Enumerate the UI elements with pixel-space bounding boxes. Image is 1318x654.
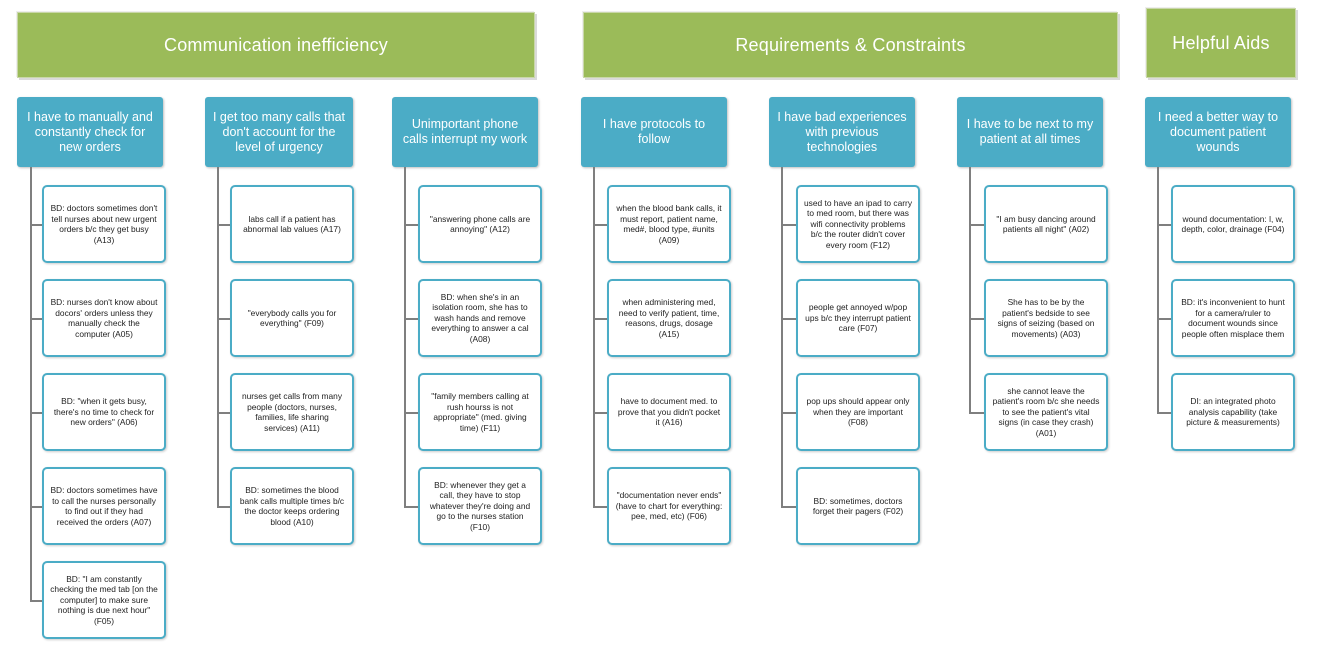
- column-header-label: Unimportant phone calls interrupt my wor…: [402, 117, 528, 146]
- column-header-too-many-calls: I get too many calls that don't account …: [205, 97, 353, 167]
- connector-line: [30, 318, 42, 320]
- card: "family members calling at rush hourss i…: [418, 373, 542, 451]
- column-header-label: I have protocols to follow: [602, 117, 706, 146]
- card: she cannot leave the patient's room b/c …: [984, 373, 1108, 451]
- connector-line: [969, 167, 971, 413]
- card: BD: "when it gets busy, there's no time …: [42, 373, 166, 451]
- card: BD: "I am constantly checking the med ta…: [42, 561, 166, 639]
- connector-line: [404, 506, 418, 508]
- category-helpful-aids: Helpful Aids: [1146, 8, 1296, 78]
- category-communication-inefficiency: Communication inefficiency: [17, 12, 535, 78]
- card: "I am busy dancing around patients all n…: [984, 185, 1108, 263]
- card: when administering med, need to verify p…: [607, 279, 731, 357]
- card: "answering phone calls are annoying" (A1…: [418, 185, 542, 263]
- connector-line: [217, 318, 230, 320]
- connector-line: [781, 167, 783, 507]
- card: "documentation never ends" (have to char…: [607, 467, 731, 545]
- column-header-label: I need a better way to document patient …: [1157, 109, 1279, 154]
- card: "everybody calls you for everything" (F0…: [230, 279, 354, 357]
- connector-line: [30, 224, 42, 226]
- connector-line: [404, 412, 418, 414]
- connector-line: [593, 412, 607, 414]
- connector-line: [1157, 412, 1171, 414]
- connector-line: [404, 167, 406, 507]
- connector-line: [217, 224, 230, 226]
- card: used to have an ipad to carry to med roo…: [796, 185, 920, 263]
- connector-line: [30, 167, 32, 601]
- connector-line: [1157, 167, 1159, 413]
- connector-line: [781, 506, 796, 508]
- card: BD: doctors sometimes have to call the n…: [42, 467, 166, 545]
- card: nurses get calls from many people (docto…: [230, 373, 354, 451]
- connector-line: [217, 412, 230, 414]
- card: BD: it's inconvenient to hunt for a came…: [1171, 279, 1295, 357]
- card: labs call if a patient has abnormal lab …: [230, 185, 354, 263]
- connector-line: [781, 224, 796, 226]
- column-header-label: I have to be next to my patient at all t…: [966, 117, 1094, 146]
- connector-line: [593, 318, 607, 320]
- category-label: Helpful Aids: [1172, 32, 1270, 53]
- connector-line: [1157, 318, 1171, 320]
- card: BD: sometimes the blood bank calls multi…: [230, 467, 354, 545]
- connector-line: [30, 600, 42, 602]
- connector-line: [30, 412, 42, 414]
- connector-line: [217, 506, 230, 508]
- connector-line: [593, 506, 607, 508]
- category-requirements-constraints: Requirements & Constraints: [583, 12, 1118, 78]
- column-header-next-to-patient: I have to be next to my patient at all t…: [957, 97, 1103, 167]
- card: BD: doctors sometimes don't tell nurses …: [42, 185, 166, 263]
- card: BD: sometimes, doctors forget their page…: [796, 467, 920, 545]
- connector-line: [781, 318, 796, 320]
- connector-line: [969, 318, 984, 320]
- connector-line: [969, 412, 984, 414]
- column-header-label: I get too many calls that don't account …: [212, 109, 345, 154]
- connector-line: [593, 224, 607, 226]
- card: DI: an integrated photo analysis capabil…: [1171, 373, 1295, 451]
- card: when the blood bank calls, it must repor…: [607, 185, 731, 263]
- card: have to document med. to prove that you …: [607, 373, 731, 451]
- connector-line: [593, 167, 595, 507]
- category-label: Requirements & Constraints: [735, 34, 966, 55]
- column-header-bad-experiences: I have bad experiences with previous tec…: [769, 97, 915, 167]
- column-header-label: I have to manually and constantly check …: [27, 109, 153, 154]
- column-header-protocols: I have protocols to follow: [581, 97, 727, 167]
- connector-line: [217, 167, 219, 507]
- card: BD: when she's in an isolation room, she…: [418, 279, 542, 357]
- connector-line: [404, 224, 418, 226]
- card: BD: nurses don't know about docors' orde…: [42, 279, 166, 357]
- column-header-check-orders: I have to manually and constantly check …: [17, 97, 163, 167]
- column-header-label: I have bad experiences with previous tec…: [777, 109, 907, 154]
- column-header-unimportant-calls: Unimportant phone calls interrupt my wor…: [392, 97, 538, 167]
- connector-line: [969, 224, 984, 226]
- category-label: Communication inefficiency: [164, 34, 388, 55]
- connector-line: [781, 412, 796, 414]
- connector-line: [30, 506, 42, 508]
- card: people get annoyed w/pop ups b/c they in…: [796, 279, 920, 357]
- card: pop ups should appear only when they are…: [796, 373, 920, 451]
- card: She has to be by the patient's bedside t…: [984, 279, 1108, 357]
- card: BD: whenever they get a call, they have …: [418, 467, 542, 545]
- card: wound documentation: l, w, depth, color,…: [1171, 185, 1295, 263]
- connector-line: [1157, 224, 1171, 226]
- connector-line: [404, 318, 418, 320]
- column-header-document-wounds: I need a better way to document patient …: [1145, 97, 1291, 167]
